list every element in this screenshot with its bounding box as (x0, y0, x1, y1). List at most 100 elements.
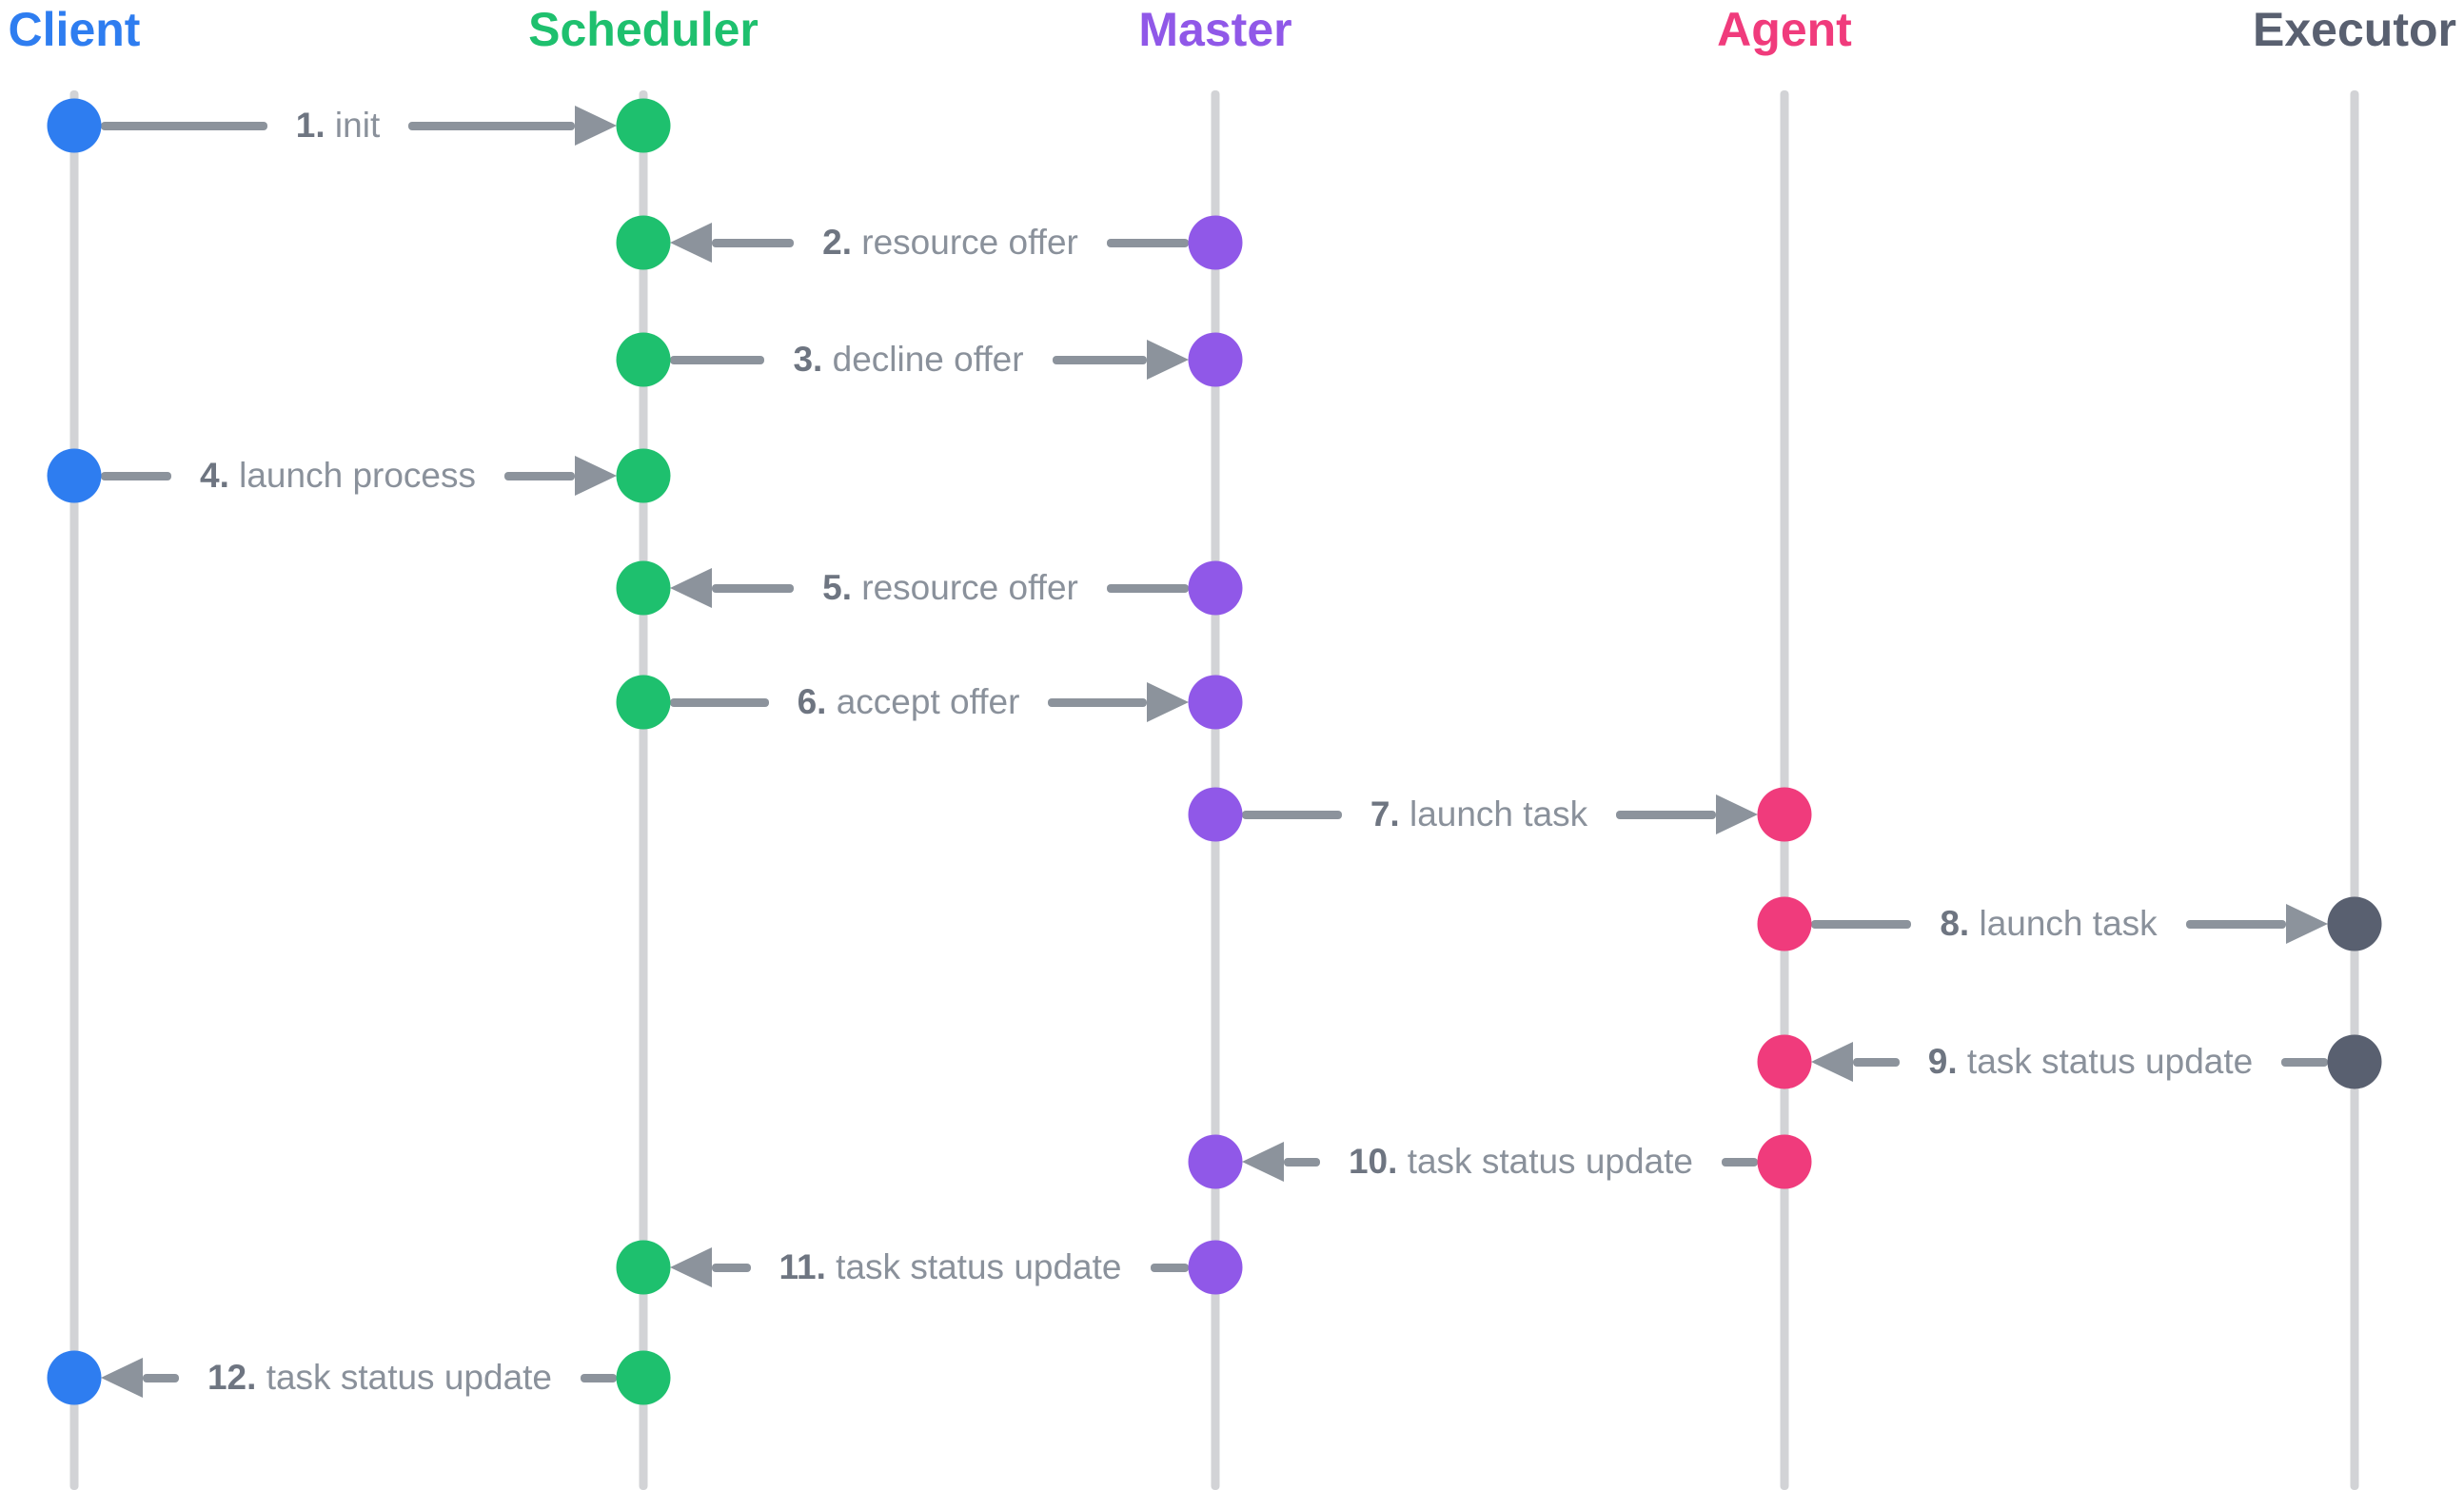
message-label: 4. launch process (200, 449, 476, 502)
message-label: 5. resource offer (822, 561, 1078, 615)
message-line (670, 697, 769, 707)
message-line (1052, 355, 1148, 364)
arrowhead-left-icon (1242, 1142, 1284, 1182)
actor-label-scheduler: Scheduler (528, 3, 759, 56)
message-label: 3. decline offer (793, 333, 1023, 386)
event-dot-master (1188, 1240, 1243, 1295)
arrowhead-left-icon (670, 223, 712, 263)
message-label: 12. task status update (207, 1351, 552, 1404)
message-line (581, 1373, 617, 1382)
event-dot-master (1188, 787, 1243, 842)
message-label: 10. task status update (1349, 1135, 1693, 1188)
event-dot-agent (1757, 787, 1812, 842)
event-dot-agent (1757, 1134, 1812, 1189)
event-dot-scheduler (616, 215, 671, 270)
message-row-6: 6. accept offer (670, 676, 1189, 729)
event-dot-scheduler (616, 332, 671, 387)
event-dot-master (1188, 675, 1243, 730)
message-row-10: 10. task status update (1242, 1135, 1758, 1188)
message-row-3: 3. decline offer (670, 333, 1190, 386)
message-number: 10. (1348, 1142, 1398, 1181)
message-row-4: 4. launch process (101, 449, 618, 502)
event-dot-master (1188, 332, 1243, 387)
arrowhead-right-icon (1147, 682, 1189, 722)
message-number: 12. (207, 1358, 257, 1397)
event-dot-scheduler (616, 448, 671, 503)
event-dot-scheduler (616, 1350, 671, 1405)
actor-label-agent: Agent (1717, 3, 1852, 56)
message-line (712, 238, 795, 247)
arrowhead-right-icon (2286, 904, 2328, 944)
message-line (101, 471, 171, 480)
message-number: 8. (1940, 904, 1970, 943)
message-text: launch task (1969, 904, 2158, 943)
message-text: resource offer (851, 568, 1078, 607)
message-line (101, 121, 267, 130)
message-line (1106, 583, 1189, 593)
message-row-5: 5. resource offer (670, 561, 1189, 615)
message-line (408, 121, 575, 130)
message-number: 9. (1927, 1042, 1958, 1081)
message-number: 11. (779, 1247, 826, 1286)
message-label: 2. resource offer (822, 216, 1078, 269)
message-text: launch process (228, 456, 477, 495)
arrowhead-left-icon (670, 568, 712, 608)
event-dot-scheduler (616, 675, 671, 730)
event-dot-scheduler (616, 1240, 671, 1295)
event-dot-client (47, 1350, 102, 1405)
arrowhead-left-icon (670, 1247, 712, 1287)
message-number: 5. (822, 568, 852, 607)
lifeline-executor (2350, 90, 2359, 1490)
message-number: 1. (295, 106, 325, 145)
message-text: init (325, 106, 381, 145)
event-dot-master (1188, 215, 1243, 270)
arrowhead-left-icon (101, 1358, 143, 1398)
message-text: task status update (1397, 1142, 1694, 1181)
message-row-1: 1. init (101, 99, 617, 152)
lifeline-scheduler (639, 90, 648, 1490)
event-dot-agent (1757, 896, 1812, 951)
message-line (504, 471, 576, 480)
event-dot-agent (1757, 1034, 1812, 1089)
message-label: 7. launch task (1370, 788, 1587, 841)
message-line (1853, 1057, 1900, 1067)
message-number: 2. (822, 223, 852, 262)
message-number: 4. (200, 456, 229, 495)
message-label: 11. task status update (779, 1241, 1122, 1294)
event-dot-executor (2327, 896, 2382, 951)
message-line (712, 583, 795, 593)
message-text: task status update (256, 1358, 553, 1397)
message-line (1106, 238, 1189, 247)
event-dot-client (47, 448, 102, 503)
message-line (712, 1263, 751, 1272)
message-text: launch task (1399, 794, 1588, 833)
message-text: accept offer (826, 682, 1020, 721)
message-line (1616, 810, 1716, 819)
message-line (2185, 919, 2286, 929)
message-label: 6. accept offer (798, 676, 1020, 729)
message-line (143, 1373, 179, 1382)
message-line (1811, 919, 1912, 929)
message-row-2: 2. resource offer (670, 216, 1189, 269)
event-dot-executor (2327, 1034, 2382, 1089)
message-row-11: 11. task status update (670, 1241, 1189, 1294)
actor-label-client: Client (8, 3, 141, 56)
arrowhead-right-icon (575, 106, 617, 146)
arrowhead-left-icon (1811, 1042, 1853, 1082)
message-label: 1. init (296, 99, 380, 152)
event-dot-scheduler (616, 98, 671, 153)
event-dot-scheduler (616, 560, 671, 616)
arrowhead-right-icon (575, 456, 618, 496)
message-number: 3. (793, 340, 823, 379)
actor-label-executor: Executor (2253, 3, 2456, 56)
arrowhead-right-icon (1716, 794, 1758, 834)
message-text: task status update (1957, 1042, 2254, 1081)
message-label: 9. task status update (1928, 1035, 2253, 1088)
message-line (1150, 1263, 1189, 1272)
message-number: 6. (797, 682, 827, 721)
arrowhead-right-icon (1147, 340, 1190, 380)
message-text: resource offer (851, 223, 1078, 262)
message-line (1048, 697, 1147, 707)
message-label: 8. launch task (1940, 897, 2157, 951)
